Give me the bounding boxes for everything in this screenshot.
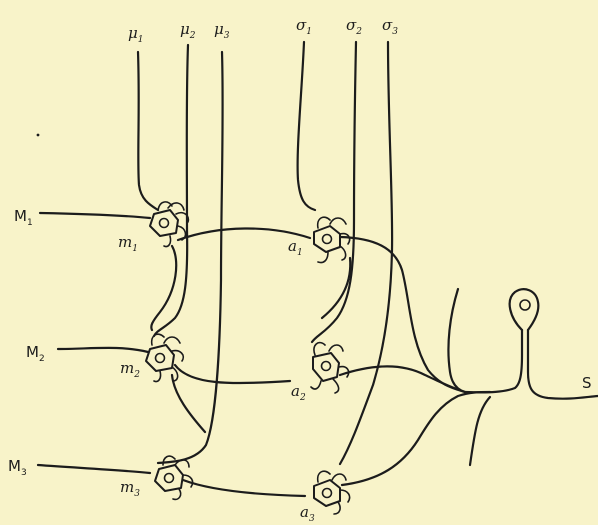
label-a3: a3 xyxy=(300,503,315,524)
label-sigma3: σ3 xyxy=(382,16,398,37)
fiber-sigma2 xyxy=(312,42,356,342)
cell-a1 xyxy=(314,217,350,262)
labels: μ1 μ2 μ3 σ1 σ2 σ3 M1 M2 M3 m1 m2 m3 a1 a… xyxy=(8,16,592,524)
cell-m2 xyxy=(146,334,183,381)
label-S: S xyxy=(582,374,592,392)
label-a2: a2 xyxy=(291,382,306,403)
fiber-m1-down xyxy=(151,246,176,330)
fiber-sigma1 xyxy=(298,42,315,210)
fibers xyxy=(38,42,598,496)
label-sigma1: σ1 xyxy=(296,16,312,37)
fiber-a2-out xyxy=(340,366,465,392)
fiber-m2-to-a2 xyxy=(175,365,290,383)
label-mu3: μ3 xyxy=(214,20,230,41)
label-sigma2: σ2 xyxy=(346,16,362,37)
fiber-sigma3 xyxy=(340,42,392,464)
fiber-stem-S xyxy=(465,330,522,392)
label-M3: M3 xyxy=(8,457,27,478)
label-m2: m2 xyxy=(120,359,140,380)
stray-dot xyxy=(37,134,40,137)
fiber-mu1 xyxy=(138,52,158,210)
fiber-M2 xyxy=(58,348,148,352)
sensory-ending xyxy=(510,289,539,330)
cell-a2 xyxy=(311,343,349,393)
label-a1: a1 xyxy=(288,237,303,258)
fiber-branch-down xyxy=(470,397,490,465)
fiber-a1-down xyxy=(322,258,350,318)
label-mu1: μ1 xyxy=(128,24,143,45)
cell-a3 xyxy=(314,471,350,514)
label-mu2: μ2 xyxy=(180,20,196,41)
fiber-mu3 xyxy=(158,52,223,463)
label-m3: m3 xyxy=(120,478,140,499)
fiber-M1 xyxy=(40,213,150,218)
label-M2: M2 xyxy=(26,343,45,364)
fiber-branch-up xyxy=(448,289,465,392)
label-M1: M1 xyxy=(14,207,33,228)
label-m1: m1 xyxy=(118,233,138,254)
fiber-m2-down xyxy=(172,375,205,432)
fiber-m3-to-a3 xyxy=(183,480,305,496)
fiber-M3 xyxy=(38,465,150,473)
